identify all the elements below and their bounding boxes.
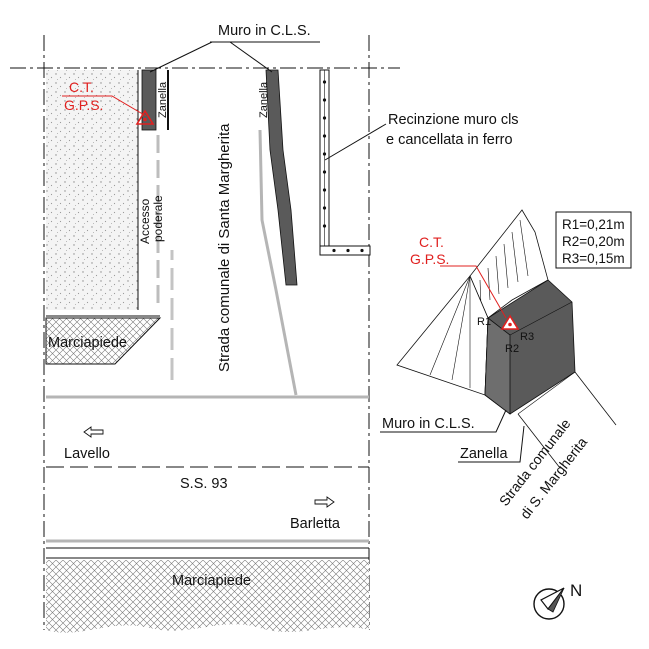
label-ct-top: C.T.	[69, 79, 94, 95]
label-zanella-mid: Zanella	[258, 81, 270, 118]
gps-marker-main-dot	[143, 117, 147, 122]
gps-marker-detail	[500, 314, 520, 330]
label-wall-top: Muro in C.L.S.	[218, 23, 311, 39]
fence-return	[319, 245, 371, 256]
label-gps-top: G.P.S.	[64, 97, 103, 113]
detail-cone	[396, 275, 489, 396]
detail-wall-edge	[509, 301, 573, 336]
fence-return-posts	[332, 248, 364, 253]
radius-box	[555, 211, 632, 269]
detail-dim-2	[574, 371, 617, 426]
label-lavello: Lavello	[64, 446, 110, 462]
label-wall-detail: Muro in C.L.S.	[382, 416, 475, 432]
label-radius-3: R3=0,15m	[562, 251, 625, 266]
label-zanella-left: Zanella	[157, 81, 169, 118]
gps-marker-main	[135, 109, 155, 125]
label-ct-detail: C.T.	[419, 234, 444, 250]
label-barletta: Barletta	[290, 516, 341, 532]
label-gps-detail: G.P.S.	[410, 251, 449, 267]
label-zanella-detail: Zanella	[460, 446, 508, 462]
label-strada-vertical: Strada comunale di Santa Margherita	[216, 123, 233, 372]
ground-texture-left	[46, 70, 138, 310]
label-r1: R1	[477, 316, 491, 328]
arrow-left	[83, 426, 104, 438]
label-poderale: poderale	[151, 195, 165, 242]
label-radius-1: R1=0,21m	[562, 217, 625, 232]
fence-posts	[322, 80, 327, 228]
label-accesso: Accesso	[138, 198, 152, 244]
wall-detail-leader	[380, 409, 507, 433]
detail-wall-front	[484, 317, 511, 415]
marciapiede-bottom-hatch	[46, 560, 369, 633]
road-edge-line	[258, 129, 298, 396]
label-r3: R3	[520, 331, 534, 343]
wall-middle	[265, 69, 298, 286]
label-fence-1: Recinzione muro cls	[388, 112, 519, 128]
detail-dim-3	[517, 371, 576, 415]
gps-detail-leader	[440, 265, 507, 319]
detail-terrain-ticks	[479, 219, 529, 307]
detail-cone-facet-3	[429, 275, 471, 376]
label-north: N	[570, 581, 582, 600]
gps-leader	[62, 95, 147, 117]
label-marciapiede-bottom: Marciapiede	[172, 573, 251, 589]
label-fence-2: e cancellata in ferro	[386, 132, 513, 148]
wall-left	[141, 69, 157, 131]
label-radius-2: R2=0,20m	[562, 234, 625, 249]
arrow-right	[314, 496, 335, 508]
label-marciapiede-top: Marciapiede	[48, 335, 127, 351]
label-ss93: S.S. 93	[180, 476, 228, 492]
detail-dim-1	[517, 413, 561, 469]
label-r2: R2	[505, 343, 519, 355]
marciapiede-top-hatch	[45, 317, 162, 365]
wall-top-leader-2	[229, 41, 273, 73]
gps-marker-detail-dot	[508, 322, 512, 327]
wall-top-leader-1	[149, 41, 213, 73]
north-arrow-icon	[533, 587, 565, 620]
zanella-detail-leader	[458, 425, 525, 463]
fence-leader	[324, 123, 387, 161]
detail-cone-facet-1	[451, 275, 471, 381]
